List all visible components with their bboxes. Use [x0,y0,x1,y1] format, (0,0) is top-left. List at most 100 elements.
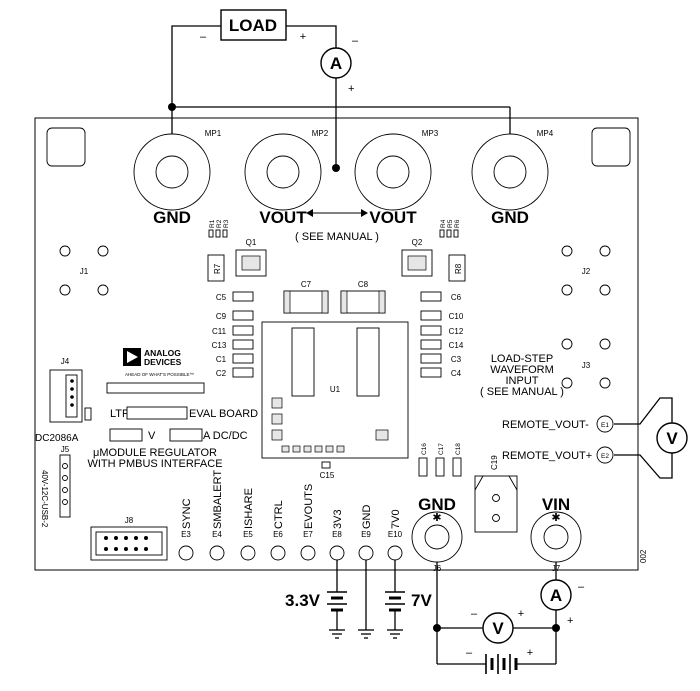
svg-text:VOUT: VOUT [259,208,307,227]
svg-text:R5: R5 [447,219,454,228]
ammeter-output-symbol: A [330,54,342,73]
current-box [169,428,203,442]
svg-text:J2: J2 [582,267,591,276]
connector-j2: J2 [561,245,611,296]
svg-text:J4: J4 [61,357,70,366]
post-mp2[interactable]: MP2 VOUT [244,129,329,227]
svg-text:C6: C6 [451,293,462,302]
remote-vout-plus-label: REMOTE_VOUT+ [502,450,592,462]
svg-text:C4: C4 [451,369,462,378]
caps-left-column: C5 C9 C11 C13 C1 C2 [212,291,254,378]
resistors-left: R1 R2 R3 [208,219,230,238]
post-j7-vin[interactable]: ✱ VIN J7 [530,495,582,573]
pin-e8[interactable]: 3V3 E8 [329,509,345,561]
small-component [84,407,92,421]
svg-text:C7: C7 [301,280,312,289]
remote-wiring [614,397,673,479]
waveform-line-3: INPUT [506,375,539,387]
svg-text:Q1: Q1 [246,238,257,247]
svg-text:R6: R6 [454,219,461,228]
ammeter-output [320,47,352,79]
svg-text:✱: ✱ [551,512,560,524]
blank-label-bar [106,382,205,394]
resistor-r8: R8 [448,254,466,282]
pin-e10[interactable]: 7V0 E10 [387,509,403,561]
svg-text:C11: C11 [212,327,227,336]
capacitor-c15 [321,461,331,469]
voltmeter-remote-symbol: V [666,429,678,448]
svg-text:AHEAD OF WHAT'S POSSIBLE™: AHEAD OF WHAT'S POSSIBLE™ [125,372,194,377]
capacitor-c19: C19 [474,455,518,533]
ammeter-output-minus: – [352,35,359,47]
pin-e7[interactable]: EVOUTS E7 [300,484,316,561]
svg-text:C5: C5 [216,293,227,302]
revision-code: 002 [639,549,648,563]
voltage-box [109,428,143,442]
svg-text:MP3: MP3 [422,129,439,138]
svg-text:R4: R4 [440,219,447,228]
svg-text:C13: C13 [212,341,227,350]
terminal-e1-ref: E1 [601,422,609,429]
side-code: 40V-12C-USB-2 [40,470,49,528]
post-mp1[interactable]: MP1 GND [133,129,222,227]
load-minus: – [200,31,207,43]
svg-text:J3: J3 [582,361,591,370]
ammeter-output-plus: + [348,83,354,95]
svg-text:MP1: MP1 [205,129,222,138]
svg-text:E10: E10 [388,530,403,539]
svg-text:GND: GND [153,208,191,227]
svg-text:C18: C18 [455,443,462,455]
v-label: V [148,430,156,442]
svg-text:E9: E9 [361,530,371,539]
voltmeter-remote [656,422,688,454]
connector-j4: J4 [49,357,83,423]
junction-dot [433,624,441,632]
terminal-e1[interactable] [596,415,614,433]
post-j6-gnd[interactable]: ✱ GND J6 [411,495,463,573]
post-mp4[interactable]: MP4 GND [471,129,554,227]
svg-text:MP2: MP2 [312,129,329,138]
svg-text:C3: C3 [451,355,462,364]
capacitor-c8: C8 [340,280,386,314]
pin-e3[interactable]: SYNC E3 [178,498,194,561]
load-label: LOAD [229,16,277,35]
module-u1: U1 [261,321,409,459]
svg-text:C19: C19 [490,455,499,470]
svg-text:VOUT: VOUT [369,208,417,227]
post-mp3[interactable]: MP3 VOUT [354,129,439,227]
load-plus: + [300,31,306,43]
svg-text:J5: J5 [61,445,70,454]
svg-text:C14: C14 [449,341,464,350]
pin-e9[interactable]: GND E9 [358,505,374,561]
svg-text:C17: C17 [438,443,445,455]
pin-e5[interactable]: ISHARE E5 [240,488,256,561]
svg-text:E6: E6 [273,530,283,539]
svg-text:ANALOG: ANALOG [144,348,181,358]
mounting-hole-tr [591,127,631,167]
svg-text:E5: E5 [243,530,253,539]
input-supply-plus: + [527,647,533,659]
svg-text:C16: C16 [421,443,428,455]
svg-text:R8: R8 [454,263,463,274]
transistor-q1: Q1 [235,238,267,277]
svg-text:EVOUTS: EVOUTS [303,484,315,529]
pin-e6[interactable]: CTRL E6 [270,500,286,561]
voltmeter-input-plus: + [518,608,524,620]
capacitor-c7: C7 [283,280,329,314]
svg-text:C12: C12 [449,327,464,336]
svg-text:R1: R1 [209,219,216,228]
svg-text:J8: J8 [125,516,134,525]
ammeter-input-minus: – [578,581,585,593]
svg-text:SYNC: SYNC [181,498,193,529]
part-number-box [126,406,188,420]
terminal-e2-ref: E2 [601,453,609,460]
terminal-e2[interactable] [596,446,614,464]
svg-text:R7: R7 [213,263,222,274]
svg-text:C8: C8 [358,280,369,289]
ltp-label: LTP [110,408,129,420]
pin-e4[interactable]: SMBALERT E4 [209,470,225,561]
svg-text:VIN: VIN [542,495,570,514]
connector-j5: J5 [59,445,71,518]
svg-text:C10: C10 [449,312,464,321]
